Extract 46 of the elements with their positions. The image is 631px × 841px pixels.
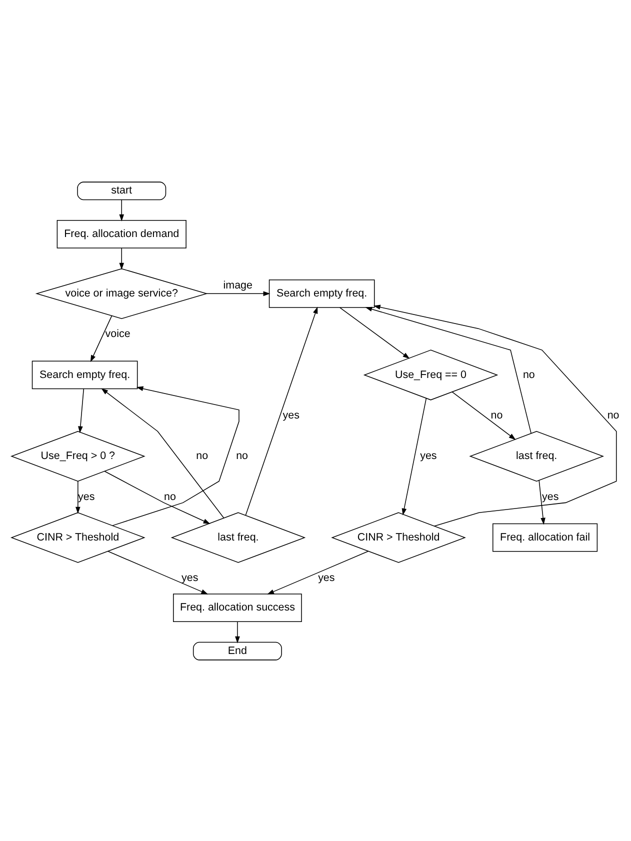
- arrow: [235, 620, 240, 643]
- arrow: [538, 479, 546, 524]
- edge-label: no: [236, 450, 248, 462]
- node-diamond: Use_Freq == 0: [363, 349, 498, 400]
- arrow: [76, 480, 80, 514]
- edge-label: no: [196, 450, 208, 462]
- node-box: End: [192, 641, 282, 660]
- arrow: [90, 314, 112, 362]
- edge-label: no: [522, 368, 535, 380]
- arrow: [101, 388, 224, 518]
- arrow: [267, 550, 369, 594]
- edge-label: no: [164, 490, 176, 502]
- edge-label: voice: [105, 328, 130, 340]
- arrow: [339, 306, 410, 358]
- arrow: [108, 550, 208, 594]
- edge-label: yes: [420, 450, 437, 462]
- node-box: start: [77, 181, 166, 200]
- node-box: Freq. allocation success: [173, 593, 302, 622]
- arrow: [78, 388, 84, 433]
- arrow: [119, 198, 124, 221]
- node-box: Freq. allocation fail: [492, 522, 598, 552]
- node-diamond: CINR > Theshold: [331, 512, 466, 562]
- edge-label: image: [223, 278, 252, 291]
- edge-label: yes: [282, 408, 300, 421]
- edge-label: yes: [318, 572, 335, 584]
- arrow: [365, 306, 532, 434]
- arrow: [112, 386, 240, 526]
- arrow: [104, 470, 210, 524]
- node-box: Search empty freq.: [268, 278, 375, 308]
- arrow: [119, 247, 124, 270]
- node-diamond: last freq.: [469, 430, 604, 482]
- arrow: [452, 391, 516, 440]
- node-diamond: Use_Freq > 0 ?: [10, 430, 146, 482]
- arrow: [245, 306, 318, 516]
- node-diamond: CINR > Theshold: [10, 512, 146, 562]
- node-diamond: last freq.: [170, 512, 306, 562]
- edge-label: no: [607, 408, 620, 421]
- node-box: Search empty freq.: [32, 360, 138, 389]
- arrow: [206, 290, 270, 296]
- arrow: [373, 304, 617, 526]
- edge-label: no: [490, 408, 503, 421]
- node-diamond: voice or image service?: [35, 268, 208, 318]
- arrow: [402, 398, 427, 515]
- node-box: Freq. allocation demand: [56, 220, 186, 248]
- edge-label: yes: [182, 572, 198, 584]
- edge-label: yes: [542, 490, 559, 502]
